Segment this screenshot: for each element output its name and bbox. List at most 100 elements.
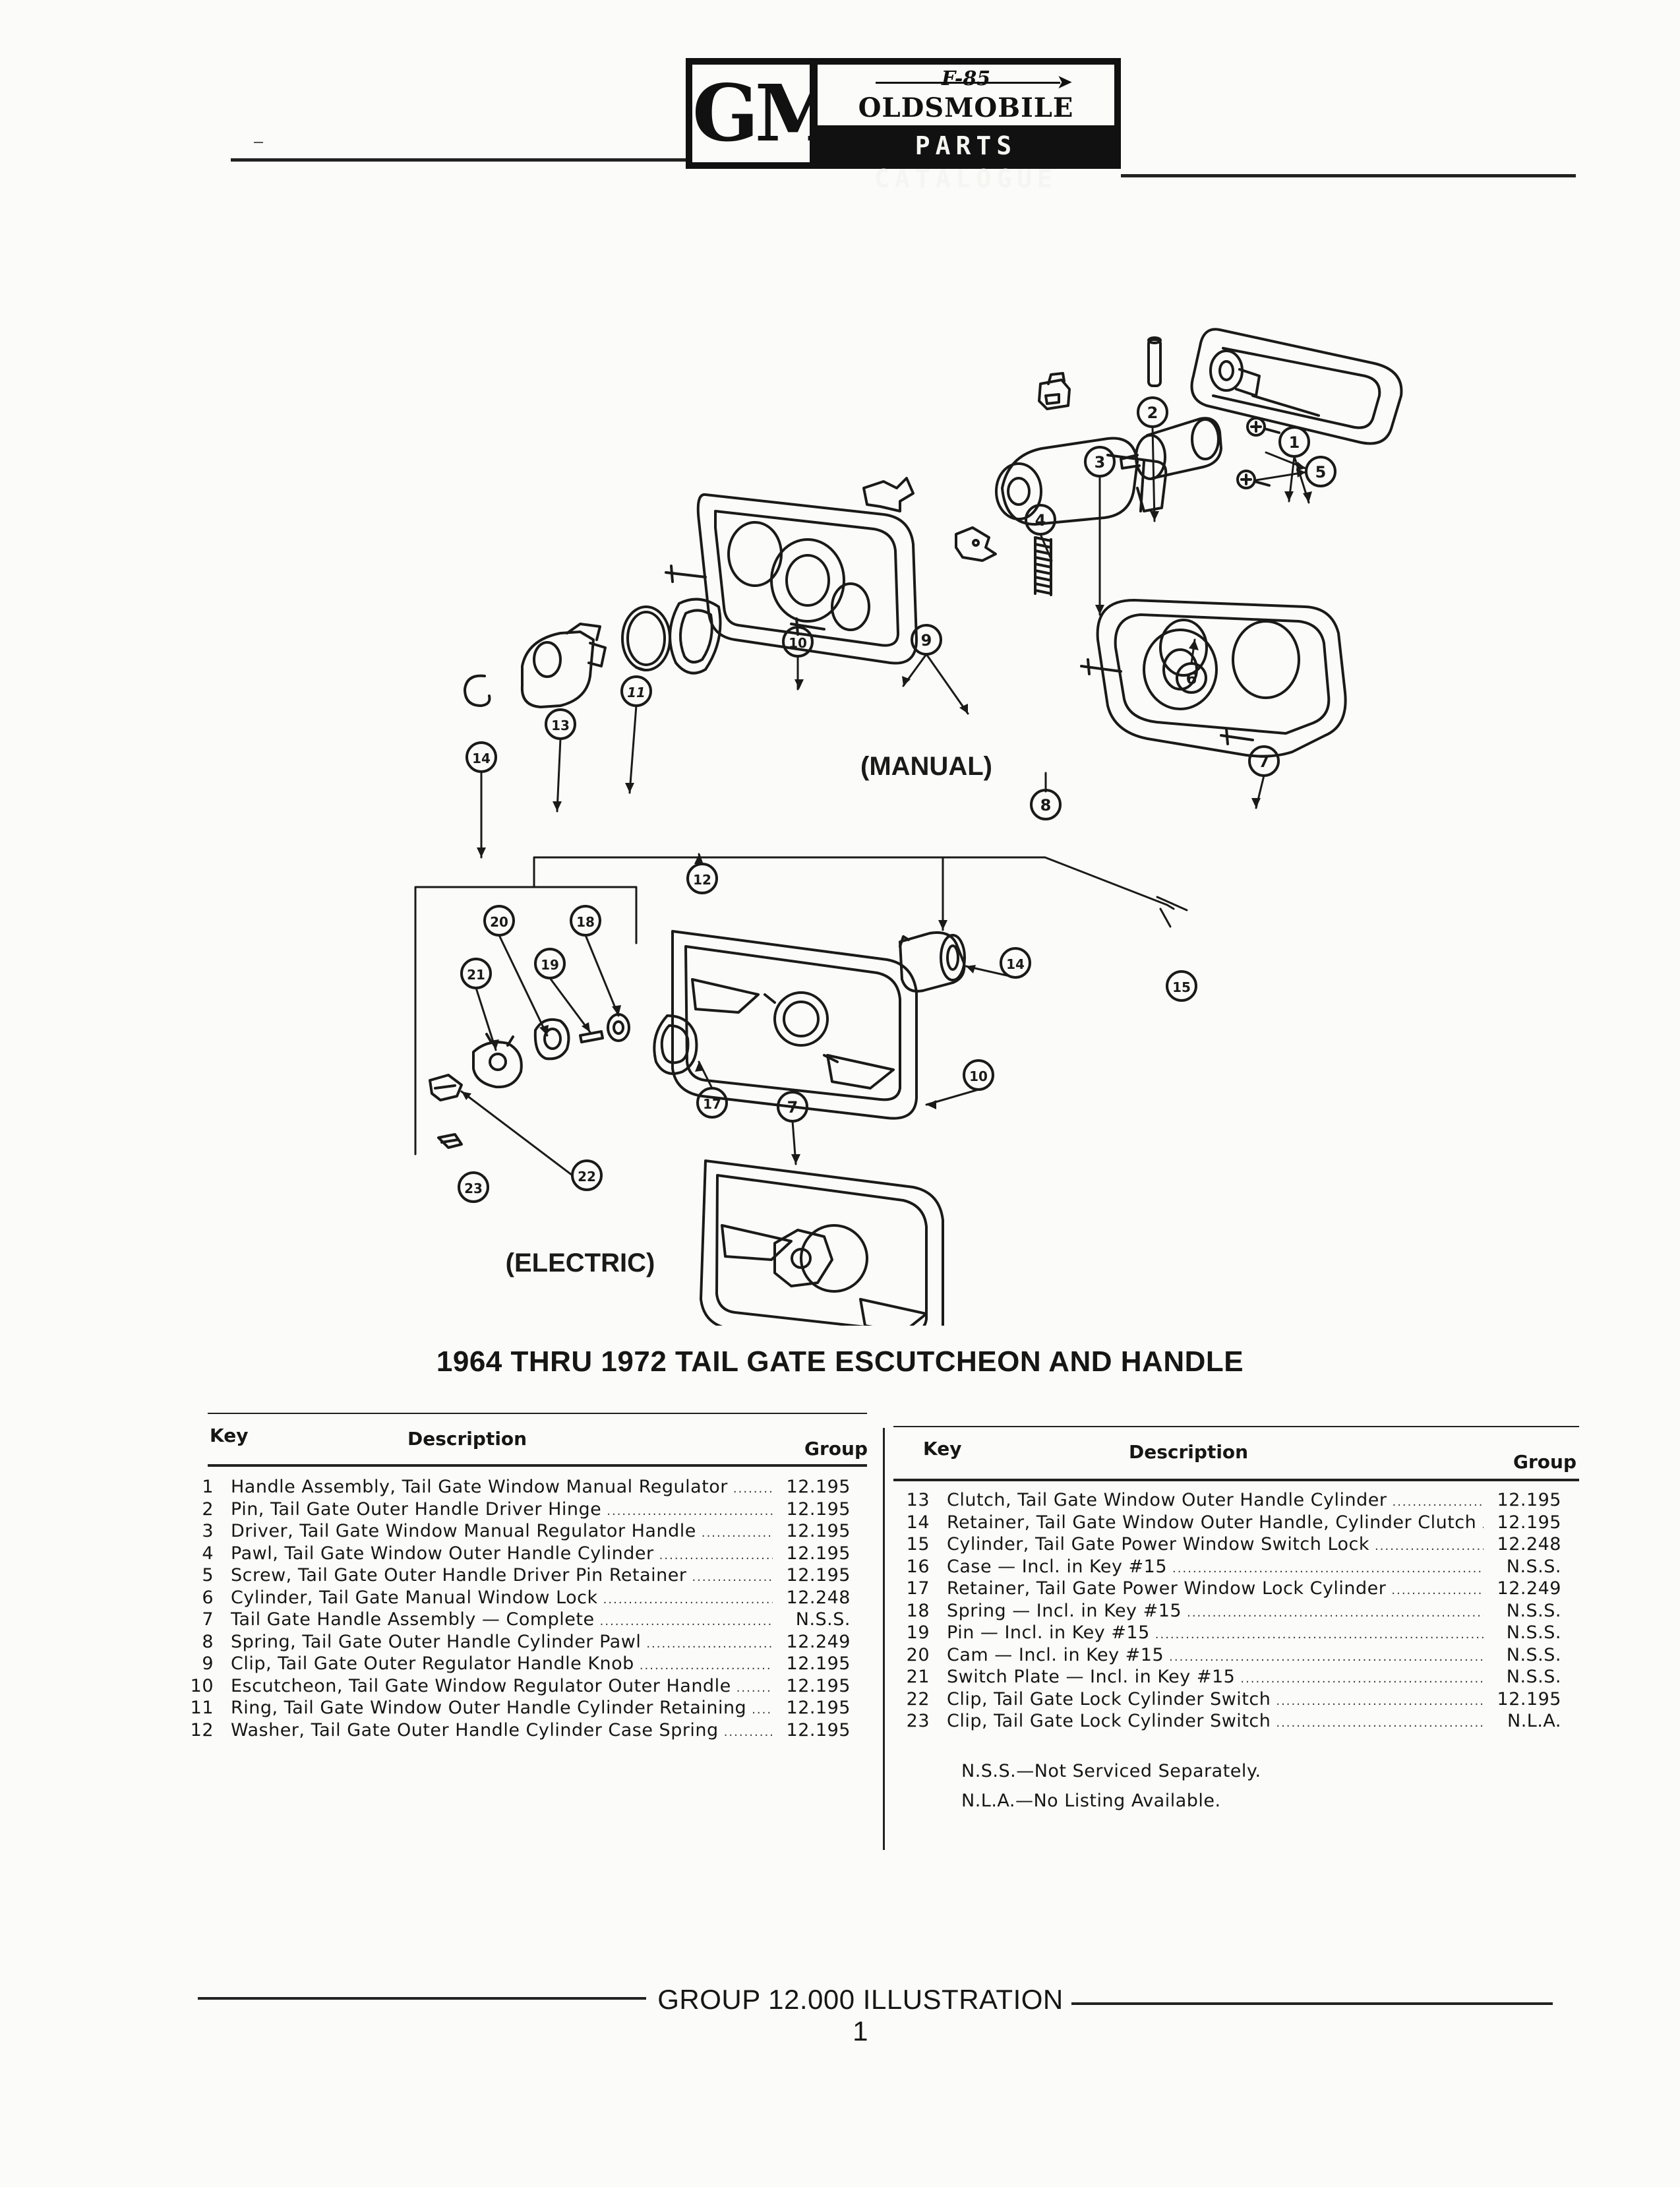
part-key: 5 <box>202 1565 214 1586</box>
part-description-cell: Switch Plate — Incl. in Key #15 <box>947 1666 1489 1688</box>
callout-e10: 10 <box>963 1059 994 1091</box>
svg-text:11: 11 <box>627 685 645 700</box>
part-group-number: N.S.S. <box>1506 1644 1561 1665</box>
part-description: Case — Incl. in Key #15 <box>947 1556 1168 1577</box>
part-group-number: 12.195 <box>786 1719 851 1740</box>
callout-14: 14 <box>465 741 497 773</box>
part-description: Spring — Incl. in Key #15 <box>947 1600 1182 1621</box>
header-rule-left <box>231 158 686 162</box>
parts-row-key-15: 15 Cylinder, Tail Gate Power Window Switc… <box>895 1533 1561 1556</box>
part-group-number: 12.195 <box>786 1521 851 1541</box>
part-4-pawl <box>1038 372 1071 410</box>
svg-text:6: 6 <box>1186 669 1197 688</box>
callout-e19: 19 <box>534 948 566 979</box>
arrow-right-icon: ➤ <box>1056 71 1073 94</box>
part-description-cell: Washer, Tail Gate Outer Handle Cylinder … <box>231 1719 778 1742</box>
callout-e15: 15 <box>1166 970 1197 1002</box>
right-table-top-rule <box>893 1426 1579 1427</box>
dot-leader <box>702 1520 773 1543</box>
part-description: Ring, Tail Gate Window Outer Handle Cyli… <box>231 1698 747 1718</box>
part-description-cell: Pin, Tail Gate Outer Handle Driver Hinge <box>231 1498 778 1521</box>
leader-13 <box>556 737 562 813</box>
part-description: Retainer, Tail Gate Window Outer Handle,… <box>947 1512 1477 1533</box>
leader-22 <box>460 1090 574 1177</box>
part-key: 20 <box>906 1644 930 1665</box>
svg-text:13: 13 <box>551 718 570 733</box>
part-description-cell: Pin — Incl. in Key #15 <box>947 1622 1489 1644</box>
svg-text:10: 10 <box>969 1068 988 1084</box>
part-description: Cylinder, Tail Gate Power Window Switch … <box>947 1534 1370 1555</box>
leader-19 <box>549 977 591 1033</box>
part-description-cell: Cam — Incl. in Key #15 <box>947 1644 1489 1667</box>
dot-leader <box>1392 1489 1484 1512</box>
dot-leader <box>733 1476 773 1498</box>
parts-row-key-18: 18 Spring — Incl. in Key #15 N.S.S. <box>895 1600 1561 1622</box>
part-description: Clutch, Tail Gate Window Outer Handle Cy… <box>947 1490 1387 1510</box>
leader-21 <box>475 987 497 1051</box>
footer-rule-left <box>198 1997 646 2000</box>
parts-catalogue-wordmark: PARTS CATALOGUE <box>874 131 1058 193</box>
dot-leader <box>1187 1600 1484 1622</box>
nla-footnote: N.L.A.—No Listing Available. <box>961 1791 1221 1811</box>
part-6-cylinder <box>1120 417 1222 480</box>
part-description: Pawl, Tail Gate Window Outer Handle Cyli… <box>231 1543 654 1564</box>
callout-10: 10 <box>782 626 814 658</box>
callout-8: 8 <box>1030 789 1062 820</box>
right-group-header: Group <box>1513 1451 1577 1473</box>
part-5-screws <box>1236 417 1280 489</box>
callout-1: 1 <box>1278 426 1310 458</box>
svg-text:12: 12 <box>693 872 711 888</box>
callout-6: 6 <box>1176 662 1207 694</box>
leader-2 <box>1151 425 1156 522</box>
part-key: 10 <box>190 1675 214 1696</box>
left-table-header-rule <box>208 1464 867 1467</box>
leader-18 <box>584 934 620 1017</box>
svg-text:8: 8 <box>1040 796 1052 815</box>
left-description-header: Description <box>407 1428 527 1450</box>
part-description: Driver, Tail Gate Window Manual Regulato… <box>231 1521 696 1541</box>
part-description: Cam — Incl. in Key #15 <box>947 1644 1164 1665</box>
part-key: 3 <box>202 1521 214 1541</box>
right-key-header: Key <box>923 1438 962 1460</box>
part-group-number: 12.195 <box>786 1498 851 1520</box>
part-group-number: 12.248 <box>1497 1534 1561 1555</box>
part-description: Washer, Tail Gate Outer Handle Cylinder … <box>231 1719 719 1740</box>
part-key: 1 <box>202 1477 214 1497</box>
dot-leader <box>607 1498 773 1521</box>
callout-11: 11 <box>620 675 652 707</box>
callout-e23: 23 <box>458 1171 489 1203</box>
part-group-number: 12.195 <box>1497 1490 1561 1510</box>
dot-leader <box>1172 1556 1484 1578</box>
part-group-number: 12.195 <box>786 1477 851 1497</box>
footer-rule-right <box>1071 2002 1553 2005</box>
dot-leader <box>1169 1644 1484 1667</box>
part-description-cell: Handle Assembly, Tail Gate Window Manual… <box>231 1476 778 1498</box>
part-description: Pin, Tail Gate Outer Handle Driver Hinge <box>231 1498 602 1520</box>
svg-text:21: 21 <box>467 967 485 983</box>
dot-leader <box>1375 1533 1484 1556</box>
part-description: Escutcheon, Tail Gate Window Regulator O… <box>231 1675 731 1696</box>
callout-e20: 20 <box>483 905 515 937</box>
part-key: 18 <box>906 1600 930 1621</box>
f85-mark: F-85 <box>941 67 991 90</box>
svg-text:14: 14 <box>472 751 491 766</box>
part-group-number: N.S.S. <box>1506 1600 1561 1621</box>
electric-part-14-case <box>899 931 966 993</box>
catalogue-header: GM F-85 ➤ OLDSMOBILE PARTS CATALOGUE <box>0 0 1680 193</box>
part-description-cell: Ring, Tail Gate Window Outer Handle Cyli… <box>231 1697 778 1719</box>
electric-part-20-cam <box>533 1018 570 1061</box>
part-group-number: 12.248 <box>786 1587 851 1608</box>
part-group-number: N.S.S. <box>1506 1622 1561 1643</box>
electric-part-19-pin <box>579 1030 604 1043</box>
part-key: 15 <box>906 1534 930 1555</box>
leader-11 <box>628 704 638 794</box>
